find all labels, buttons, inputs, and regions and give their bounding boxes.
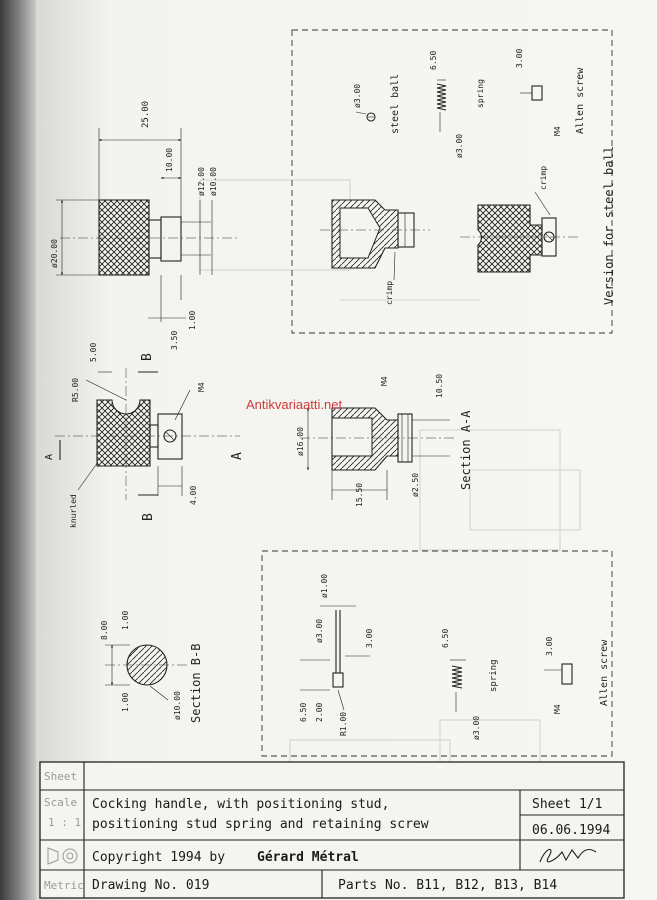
knurled-knob-side [98, 199, 150, 276]
label-steel-ball: steel ball [390, 74, 401, 134]
dim-m4-a: M4 [380, 376, 389, 386]
stud-screw-len: 3.00 [545, 637, 554, 656]
label-crimp-2: crimp [539, 166, 548, 190]
stud-dia-1: ø1.00 [320, 574, 329, 598]
watermark: Antikvariaatti.net [246, 397, 342, 412]
signature [539, 848, 597, 863]
book-spine [0, 0, 36, 900]
label-allen-screw: Allen screw [575, 67, 586, 134]
stud-allen-screw: 3.00 M4 Allen screw [544, 637, 610, 714]
row-label-scale: Scale [44, 796, 77, 809]
label-crimp-1: crimp [385, 281, 394, 305]
dim-dia-12: ø12.00 [197, 167, 206, 196]
stud-screw-label: Allen screw [599, 639, 610, 706]
section-b-b: 8.00 1.00 1.00 ø10.00 Section B-B [100, 611, 203, 723]
label-knurled: knurled [69, 494, 78, 528]
section-b-b-caption: Section B-B [189, 644, 203, 723]
dim-5: 5.00 [89, 343, 98, 362]
stud-len-6-5: 6.50 [299, 703, 308, 722]
stud-screw-m4: M4 [553, 704, 562, 714]
dim-m4: M4 [197, 382, 206, 392]
handle-front-view: A A B B 5.00 R5.00 M4 4.00 knurled [44, 343, 245, 528]
ball-dia: ø3.00 [353, 84, 362, 108]
spring-steel-ball [436, 83, 447, 111]
spring-dia: ø3.00 [455, 134, 464, 158]
stud-panel [261, 550, 613, 757]
title-line-2: positioning stud spring and retaining sc… [92, 817, 429, 832]
dim-1-bottom: 1.00 [121, 693, 130, 712]
dim-r5: R5.00 [71, 378, 80, 402]
projection-symbol-icon [47, 847, 78, 865]
author: Gérard Métral [257, 850, 359, 865]
dim-1-top: 1.00 [121, 611, 130, 630]
knurled-knob-front [96, 399, 151, 467]
dim-1: 1.00 [188, 311, 197, 330]
drawing-date: 06.06.1994 [532, 823, 610, 838]
dim-dia-16: ø16.00 [296, 427, 305, 456]
positioning-stud: ø1.00 ø3.00 3.00 6.50 2.00 R1.00 [299, 574, 374, 736]
dim-dia-2-5: ø2.50 [411, 473, 420, 497]
dim-15-5: 15.50 [355, 483, 364, 507]
drawing-number: Drawing No. 019 [92, 878, 209, 893]
stud-spring-len: 6.50 [441, 629, 450, 648]
steel-ball-caption: Version for steel ball [602, 146, 616, 305]
section-a-a: M4 10.50 ø16.00 15.50 ø2.50 Section A-A [296, 374, 473, 507]
section-a-a-caption: Section A-A [459, 410, 473, 490]
stud-len-3: 3.00 [365, 629, 374, 648]
section-mark-b-top: B [140, 353, 155, 361]
spring-len: 6.50 [429, 51, 438, 70]
section-mark-b-bottom: B [141, 513, 156, 521]
dim-3-5: 3.50 [170, 331, 179, 350]
section-mark-a-bottom: A [230, 452, 245, 460]
dim-dia-10-b: ø10.00 [173, 691, 182, 720]
screw-m4: M4 [553, 126, 562, 136]
copyright: Copyright 1994 by [92, 850, 225, 865]
stud-spring-dia: ø3.00 [472, 716, 481, 740]
dim-10-5: 10.50 [435, 374, 444, 398]
row-label-metric: Metric [44, 879, 84, 892]
stud-spring-label: spring [489, 659, 499, 692]
dim-4: 4.00 [189, 486, 198, 505]
stud-r1: R1.00 [339, 712, 348, 736]
label-spring: spring [476, 79, 485, 108]
section-mark-a-top: A [44, 454, 55, 460]
dim-25: 25.00 [141, 101, 151, 128]
title-block: Sheet Scale 1 : 1 Metric Cocking handle,… [39, 761, 625, 899]
row-label-sheet: Sheet [44, 770, 77, 783]
sheet-number: Sheet 1/1 [532, 797, 602, 812]
dim-dia-10: ø10.00 [209, 167, 218, 196]
steel-ball-version: ø3.00 steel ball 6.50 spring ø3.00 3.00 … [320, 49, 616, 305]
dim-dia-20: ø20.00 [50, 239, 59, 268]
steel-ball-panel [291, 29, 613, 334]
row-label-ratio: 1 : 1 [48, 816, 81, 829]
handle-side-view: 25.00 10.00 ø12.00 ø10.00 ø20.00 1.00 3.… [50, 101, 240, 350]
stud-len-2: 2.00 [315, 703, 324, 722]
dim-10: 10.00 [165, 148, 174, 172]
dim-8: 8.00 [100, 621, 109, 640]
parts-number: Parts No. B11, B12, B13, B14 [338, 878, 557, 893]
stud-spring: 6.50 ø3.00 spring [441, 629, 499, 740]
title-line-1: Cocking handle, with positioning stud, [92, 797, 389, 812]
screw-len: 3.00 [515, 49, 524, 68]
stud-dia-3: ø3.00 [315, 619, 324, 643]
